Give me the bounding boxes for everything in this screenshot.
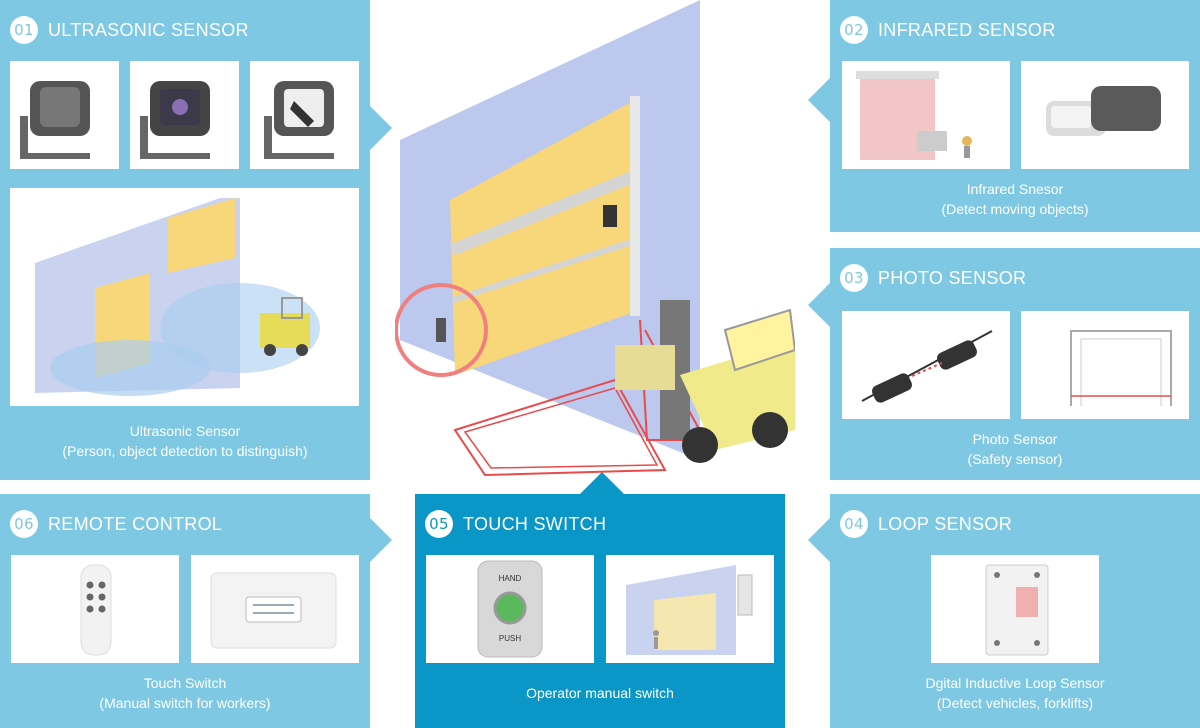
panel-title: 02 INFRARED SENSOR [840, 16, 1056, 44]
photo-sensor-door-image [1021, 311, 1189, 419]
caption-line-2: (Person, object detection to distinguish… [62, 443, 308, 459]
arrow-pointer-up [580, 472, 624, 494]
panel-title: 01 ULTRASONIC SENSOR [10, 16, 249, 44]
panel-title-text: LOOP SENSOR [878, 513, 1013, 534]
remote-control-icon [80, 564, 112, 656]
caption-line-2: (Detect vehicles, forklifts) [936, 695, 1094, 711]
remote-control-image [11, 555, 179, 663]
panel-number: 04 [840, 510, 868, 538]
panel-title-text: INFRARED SENSOR [878, 19, 1056, 40]
sensor-device-icon [20, 81, 90, 159]
panel-title-text: ULTRASONIC SENSOR [48, 19, 249, 40]
panel-number: 03 [840, 264, 868, 292]
photo-sensor-image [842, 311, 1010, 419]
caption-line-2: (Safety sensor) [967, 451, 1063, 467]
loop-sensor-device-icon [985, 564, 1049, 656]
ultrasonic-sensor-image-1 [10, 61, 119, 169]
panel-number: 02 [840, 16, 868, 44]
caption-line-2: (Detect moving objects) [941, 201, 1089, 217]
infrared-scene-image [842, 61, 1010, 169]
infrared-scene-illustration [856, 71, 972, 160]
panel-caption: Dgital Inductive Loop Sensor (Detect veh… [830, 673, 1200, 713]
panel-title-text: TOUCH SWITCH [463, 513, 607, 534]
receiver-unit-image [191, 555, 359, 663]
ultrasonic-scene-illustration [35, 198, 320, 396]
panel-caption: Operator manual switch [415, 683, 785, 703]
infrared-sensor-illustration [1046, 86, 1161, 136]
caption-line-1: Photo Sensor [972, 431, 1058, 447]
panel-caption: Photo Sensor (Safety sensor) [830, 429, 1200, 469]
panel-infrared-sensor: 02 INFRARED SENSOR Infrared Snesor (Dete… [830, 0, 1200, 232]
infrared-sensor-image [1021, 61, 1189, 169]
caption-line-2: (Manual switch for workers) [99, 695, 271, 711]
caption-line-1: Ultrasonic Sensor [129, 423, 241, 439]
panel-number: 06 [10, 510, 38, 538]
photo-sensor-door-illustration [1070, 330, 1172, 406]
push-button-top-label: HAND [499, 574, 522, 583]
panel-caption: Infrared Snesor (Detect moving objects) [830, 179, 1200, 219]
touch-switch-scene-image [606, 555, 774, 663]
touch-switch-scene-illustration [626, 565, 753, 655]
panel-title-text: REMOTE CONTROL [48, 513, 223, 534]
receiver-unit-icon [210, 572, 337, 649]
center-door-illustration [395, 0, 795, 477]
panel-loop-sensor: 04 LOOP SENSOR Dgital Inductive Loop Sen… [830, 494, 1200, 728]
panel-title-text: PHOTO SENSOR [878, 267, 1027, 288]
panel-touch-switch: 05 TOUCH SWITCH HAND PUSH Operator manua… [415, 494, 785, 728]
panel-title: 03 PHOTO SENSOR [840, 264, 1026, 292]
arrow-pointer [370, 518, 392, 562]
panel-title: 05 TOUCH SWITCH [425, 510, 606, 538]
caption-line-1: Operator manual switch [526, 685, 674, 701]
caption-line-1: Touch Switch [143, 675, 227, 691]
caption-line-1: Infrared Snesor [966, 181, 1064, 197]
loop-sensor-image [931, 555, 1099, 663]
panel-caption: Touch Switch (Manual switch for workers) [0, 673, 370, 713]
arrow-pointer [808, 283, 830, 327]
ultrasonic-scene-image [10, 188, 359, 406]
panel-title: 04 LOOP SENSOR [840, 510, 1012, 538]
ultrasonic-sensor-image-3 [250, 61, 359, 169]
sensor-device-icon [264, 81, 334, 159]
panel-photo-sensor: 03 PHOTO SENSOR Photo Sensor (Safety sen… [830, 248, 1200, 480]
arrow-pointer [808, 518, 830, 562]
push-button-image: HAND PUSH [426, 555, 594, 663]
sensor-device-icon [140, 81, 210, 159]
push-button-bottom-label: PUSH [499, 634, 521, 643]
arrow-pointer [808, 78, 830, 122]
panel-title: 06 REMOTE CONTROL [10, 510, 222, 538]
caption-line-1: Dgital Inductive Loop Sensor [925, 675, 1105, 691]
panel-remote-control: 06 REMOTE CONTROL Touch Switch (Manual s… [0, 494, 370, 728]
push-button-switch-illustration: HAND PUSH [477, 560, 543, 658]
photo-sensor-illustration [861, 330, 993, 403]
ultrasonic-sensor-image-2 [130, 61, 239, 169]
arrow-pointer [370, 106, 392, 150]
panel-caption: Ultrasonic Sensor (Person, object detect… [0, 421, 370, 461]
panel-ultrasonic-sensor: 01 ULTRASONIC SENSOR Ultrasonic Sensor (… [0, 0, 370, 480]
panel-number: 01 [10, 16, 38, 44]
panel-number: 05 [425, 510, 453, 538]
